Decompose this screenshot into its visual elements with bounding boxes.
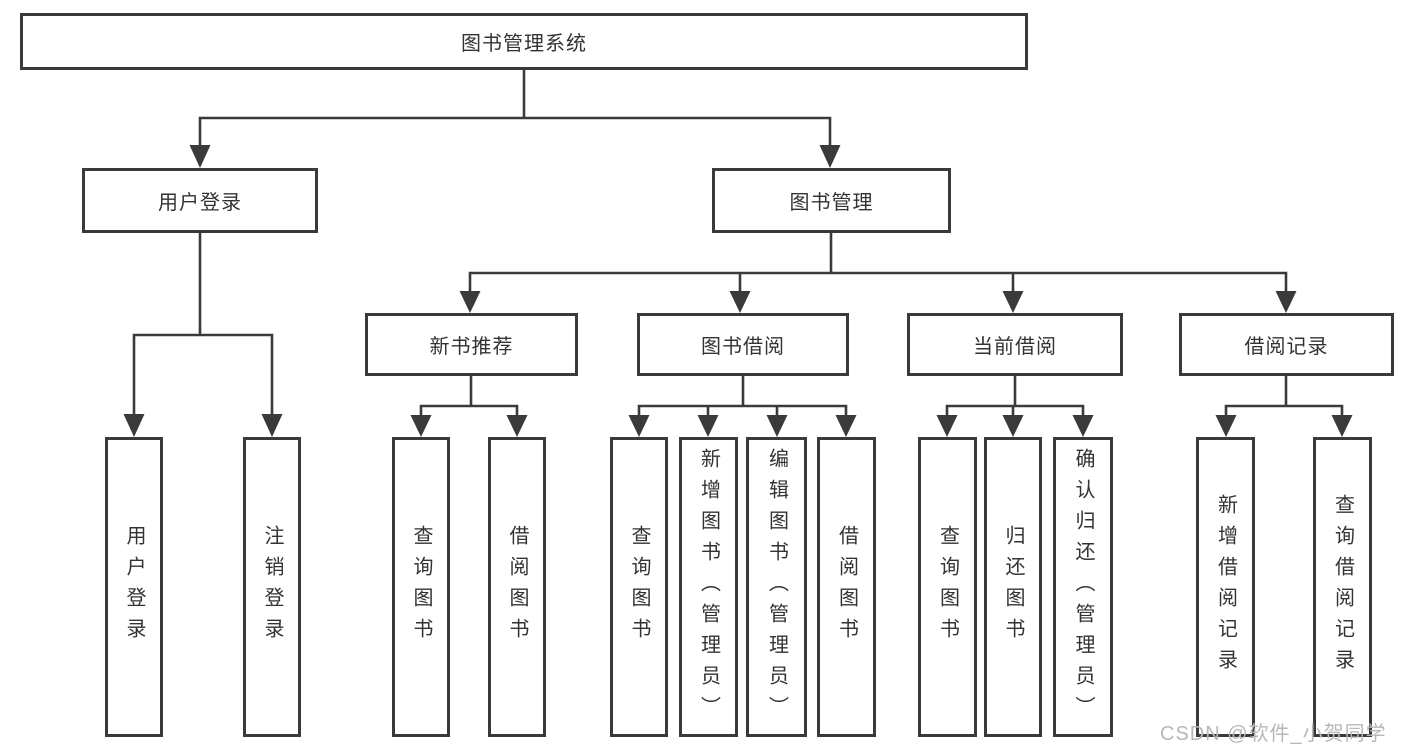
node-leaf-return-books: 归还图书 (984, 437, 1042, 737)
node-label: 当前借阅 (973, 336, 1057, 358)
node-label: 新书推荐 (429, 336, 514, 358)
node-label: 新增借阅记录 (1214, 494, 1237, 680)
node-new-book-recommendation: 新书推荐 (365, 313, 578, 376)
node-label: 用户登录 (158, 192, 242, 214)
node-library-management-system: 图书管理系统 (20, 13, 1028, 70)
node-leaf-confirm-return-admin: 确认归还（管理员） (1053, 437, 1113, 737)
node-borrowing-records: 借阅记录 (1179, 313, 1394, 376)
node-book-borrowing: 图书借阅 (637, 313, 849, 376)
node-label: 借阅图书 (835, 525, 858, 649)
node-leaf-query-books-recommend: 查询图书 (392, 437, 450, 737)
node-label: 查询图书 (410, 525, 432, 649)
node-leaf-add-borrow-record: 新增借阅记录 (1196, 437, 1255, 737)
node-label: 新增图书（管理员） (697, 447, 720, 727)
node-label: 借阅图书 (506, 525, 528, 649)
node-label: 图书管理系统 (461, 33, 587, 55)
node-label: 查询图书 (628, 525, 650, 649)
node-leaf-query-books-current: 查询图书 (918, 437, 977, 737)
node-leaf-logout: 注销登录 (243, 437, 301, 737)
csdn-watermark: CSDN @软件_小贺同学 (1160, 723, 1387, 745)
node-label: 借阅记录 (1244, 336, 1329, 358)
node-label: 编辑图书（管理员） (765, 447, 788, 727)
node-leaf-query-books-borrow: 查询图书 (610, 437, 668, 737)
node-leaf-add-books-admin: 新增图书（管理员） (679, 437, 738, 737)
node-label: 注销登录 (261, 525, 283, 649)
node-label: 归还图书 (1002, 525, 1024, 649)
node-leaf-user-login: 用户登录 (105, 437, 163, 737)
node-label: 图书借阅 (701, 336, 785, 358)
node-label: 确认归还（管理员） (1072, 447, 1094, 727)
node-user-login-module: 用户登录 (82, 168, 318, 233)
node-label: 用户登录 (123, 525, 145, 649)
node-book-management-module: 图书管理 (712, 168, 951, 233)
node-leaf-borrow-books-recommend: 借阅图书 (488, 437, 546, 737)
node-label: 查询借阅记录 (1331, 494, 1354, 680)
node-leaf-edit-books-admin: 编辑图书（管理员） (746, 437, 807, 737)
node-leaf-query-borrow-record: 查询借阅记录 (1313, 437, 1372, 737)
node-label: 图书管理 (789, 192, 874, 214)
node-current-borrowing: 当前借阅 (907, 313, 1123, 376)
node-label: 查询图书 (936, 525, 959, 649)
node-leaf-borrow-books: 借阅图书 (817, 437, 876, 737)
